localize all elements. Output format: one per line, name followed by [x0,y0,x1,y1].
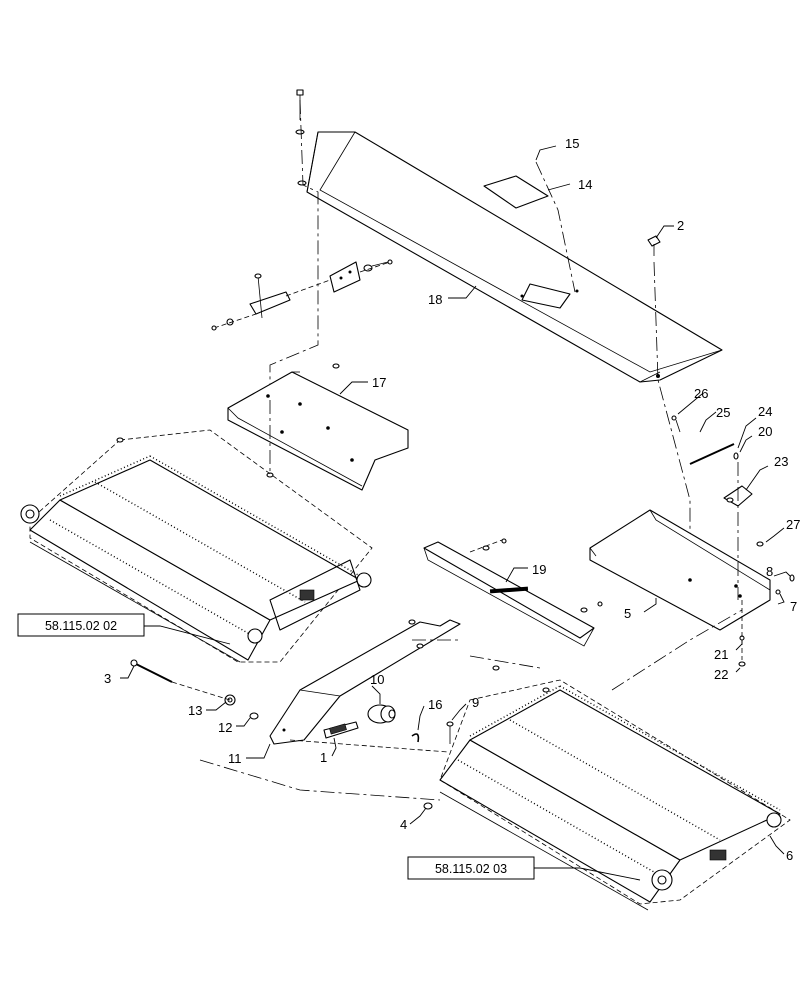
ref-left-assembly-label: 58.115.02 02 [45,619,117,633]
cover-window [521,283,571,309]
callout-14: 14 [578,177,592,192]
top-cover-part-18 [306,131,723,383]
ref-right-assembly-label: 58.115.02 03 [435,862,507,876]
callout-15: 15 [565,136,579,151]
bolt-part-2 [647,235,661,256]
hinge-bracket-assembly [211,259,393,331]
callout-21: 21 [714,647,728,662]
callout-22: 22 [714,667,728,682]
right-hardware-group [671,415,795,667]
right-belt-assembly [439,665,791,911]
callout-7: 7 [790,599,797,614]
callout-8: 8 [766,564,773,579]
callout-3: 3 [104,671,111,686]
callout-labels: 15 14 2 18 17 26 25 24 20 23 27 19 8 7 5… [104,136,800,863]
support-plate-part-5 [589,509,771,631]
callout-1: 1 [320,750,327,765]
small-parts-center [130,659,454,810]
left-belt-assembly [20,429,373,663]
callout-23: 23 [774,454,788,469]
ref-right-assembly[interactable]: 58.115.02 03 [407,856,535,880]
callout-18: 18 [428,292,442,307]
callout-24: 24 [758,404,772,419]
callout-13: 13 [188,703,202,718]
callout-20: 20 [758,424,772,439]
callout-10: 10 [370,672,384,687]
callout-19: 19 [532,562,546,577]
plate-part-11 [269,619,461,745]
rail-part-19 [423,538,603,647]
support-plate-part-17 [227,363,409,491]
plate-part-14 [483,175,549,209]
callout-12: 12 [218,720,232,735]
callout-27: 27 [786,517,800,532]
callout-26: 26 [694,386,708,401]
callout-5: 5 [624,606,631,621]
callout-16: 16 [428,697,442,712]
callout-11: 11 [228,751,242,766]
callout-4: 4 [400,817,407,832]
callout-9: 9 [472,695,479,710]
callout-2: 2 [677,218,684,233]
leader-lines [120,145,791,881]
callout-25: 25 [716,405,730,420]
ref-left-assembly[interactable]: 58.115.02 02 [17,613,145,637]
callout-17: 17 [372,375,386,390]
callout-6: 6 [786,848,793,863]
